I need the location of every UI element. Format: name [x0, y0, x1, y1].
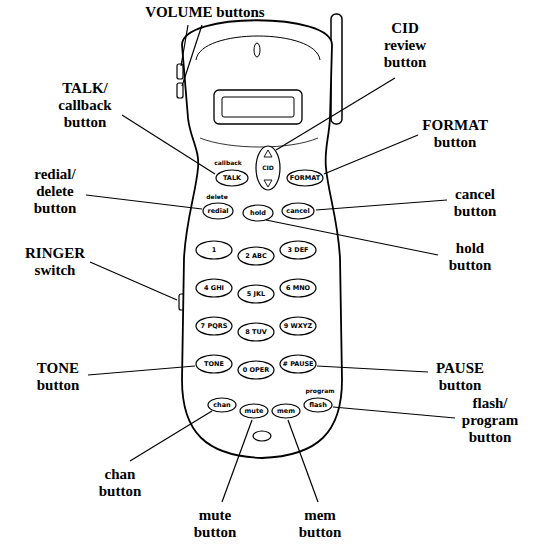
leader-line	[182, 25, 202, 86]
key-label: 5 JKL	[247, 291, 265, 298]
key-label: # PAUSE	[282, 361, 313, 368]
key-cap	[287, 170, 323, 186]
volume-up-button	[177, 64, 183, 79]
key-cap	[196, 241, 232, 259]
leader-line	[86, 195, 202, 209]
antenna	[331, 14, 342, 124]
leader-line	[88, 366, 195, 375]
display-frame	[214, 90, 302, 124]
key-marking: callback	[214, 160, 242, 166]
key-label: redial	[207, 208, 228, 215]
key-marking: delete	[206, 194, 227, 200]
key-label: FORMAT	[290, 175, 320, 182]
leader-line	[288, 420, 318, 502]
key-cap	[243, 205, 273, 221]
key-label: TALK	[223, 175, 241, 182]
callout-label: FORMAT button	[422, 117, 487, 151]
callout-label: mute button	[194, 507, 237, 541]
leader-line	[222, 420, 252, 502]
leader-line	[316, 200, 447, 210]
callout-label: CID review button	[384, 20, 427, 71]
key-label: chan	[213, 402, 231, 409]
key-label: cancel	[286, 208, 309, 215]
leader-line	[324, 135, 418, 174]
key-cap	[196, 355, 232, 373]
key-cap	[196, 279, 232, 297]
callout-label: RINGER switch	[25, 245, 85, 279]
key-cap	[238, 361, 274, 379]
cid-rocker	[256, 146, 280, 190]
key-label: flash	[309, 402, 327, 409]
leader-line	[276, 78, 395, 150]
key-label: mem	[277, 408, 295, 415]
leader-line	[333, 407, 455, 418]
callout-label: PAUSE button	[436, 360, 484, 394]
key-label: 9 WXYZ	[284, 323, 312, 330]
leader-line	[266, 220, 438, 255]
handset-body	[182, 20, 342, 458]
key-cap	[196, 317, 232, 335]
key-cap	[238, 285, 274, 303]
callout-label: flash/ program button	[462, 395, 518, 446]
callout-label: redial/ delete button	[34, 166, 77, 217]
key-cap	[304, 398, 332, 412]
key-cap	[238, 247, 274, 265]
key-cap	[280, 317, 316, 335]
microphone	[253, 431, 271, 441]
leader-line	[317, 366, 428, 372]
key-label: hold	[250, 210, 266, 217]
key-label: 6 MNO	[286, 285, 310, 292]
key-marking: CID	[262, 165, 274, 171]
key-cap	[238, 323, 274, 341]
key-cap	[280, 279, 316, 297]
key-label: TONE	[204, 361, 224, 368]
key-cap	[203, 203, 233, 219]
callout-label: mem button	[299, 507, 342, 541]
key-cap	[282, 203, 314, 219]
key-label: 8 TUV	[245, 329, 267, 336]
key-label: 7 PQRS	[201, 323, 228, 330]
key-marking: program	[306, 388, 335, 394]
leader-line	[181, 25, 188, 66]
earpiece-rim	[196, 36, 320, 60]
key-cap	[216, 170, 248, 186]
display-screen	[222, 97, 294, 117]
leader-line	[130, 411, 212, 461]
earpiece-slot	[254, 43, 260, 57]
key-cap	[272, 404, 300, 418]
leader-line	[122, 115, 215, 174]
up-arrow	[264, 150, 272, 157]
callout-label: cancel button	[454, 186, 497, 220]
key-label: 1	[212, 247, 217, 254]
control-panel-edge	[200, 138, 318, 147]
key-cap	[208, 398, 236, 412]
leader-line	[90, 262, 177, 300]
callout-label: chan button	[99, 466, 142, 500]
callout-label: VOLUME buttons	[145, 4, 264, 21]
key-cap	[240, 404, 268, 418]
key-cap	[280, 355, 316, 373]
key-label: 4 GHI	[204, 285, 224, 292]
down-arrow	[264, 180, 272, 187]
callout-label: hold button	[449, 240, 492, 274]
key-label: 0 OPER	[243, 367, 270, 374]
callout-label: TALK/ callback button	[58, 80, 111, 131]
callout-label: TONE button	[37, 360, 80, 394]
key-label: mute	[245, 408, 264, 415]
key-label: 2 ABC	[245, 253, 267, 260]
key-cap	[280, 241, 316, 259]
key-label: 3 DEF	[287, 247, 308, 254]
